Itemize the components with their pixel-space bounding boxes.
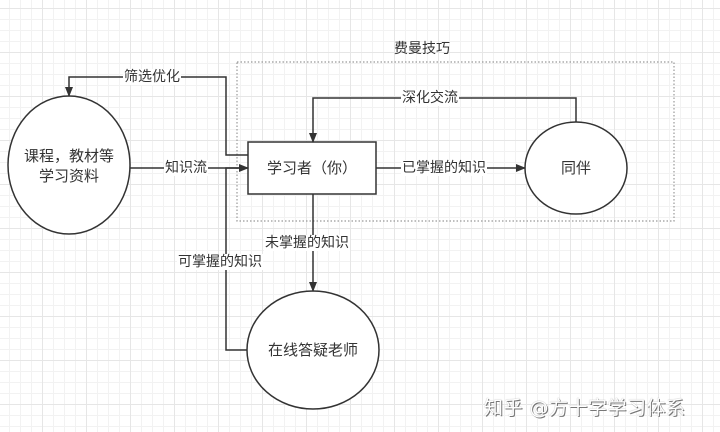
materials-label-line-2: 学习资料 [38, 167, 99, 185]
feynman-group-border [236, 61, 675, 222]
materials-label-line-1: 课程，教材等 [23, 147, 114, 165]
peer-node-label: 同伴 [560, 159, 591, 177]
feynman-group-title: 费曼技巧 [394, 41, 450, 57]
materials-node-label: 课程，教材等 学习资料 [10, 146, 128, 186]
edge-label-filter-optimize: 筛选优化 [123, 69, 181, 85]
edge-filter-optimize[interactable] [65, 76, 248, 156]
teacher-node-label: 在线答疑老师 [267, 341, 358, 359]
edge-label-deep-exchange: 深化交流 [401, 90, 459, 106]
zhihu-watermark: 知乎 @方十字学习体系 [484, 397, 686, 419]
learner-node-label: 学习者（你） [266, 159, 357, 177]
edge-label-unmastered-knowledge: 未掌握的知识 [264, 235, 350, 251]
edge-label-mastered-knowledge: 已掌握的知识 [401, 160, 487, 176]
learner-node[interactable] [247, 141, 377, 195]
edge-label-masterable-knowledge: 可掌握的知识 [177, 254, 263, 270]
edge-label-knowledge-flow: 知识流 [164, 160, 208, 176]
